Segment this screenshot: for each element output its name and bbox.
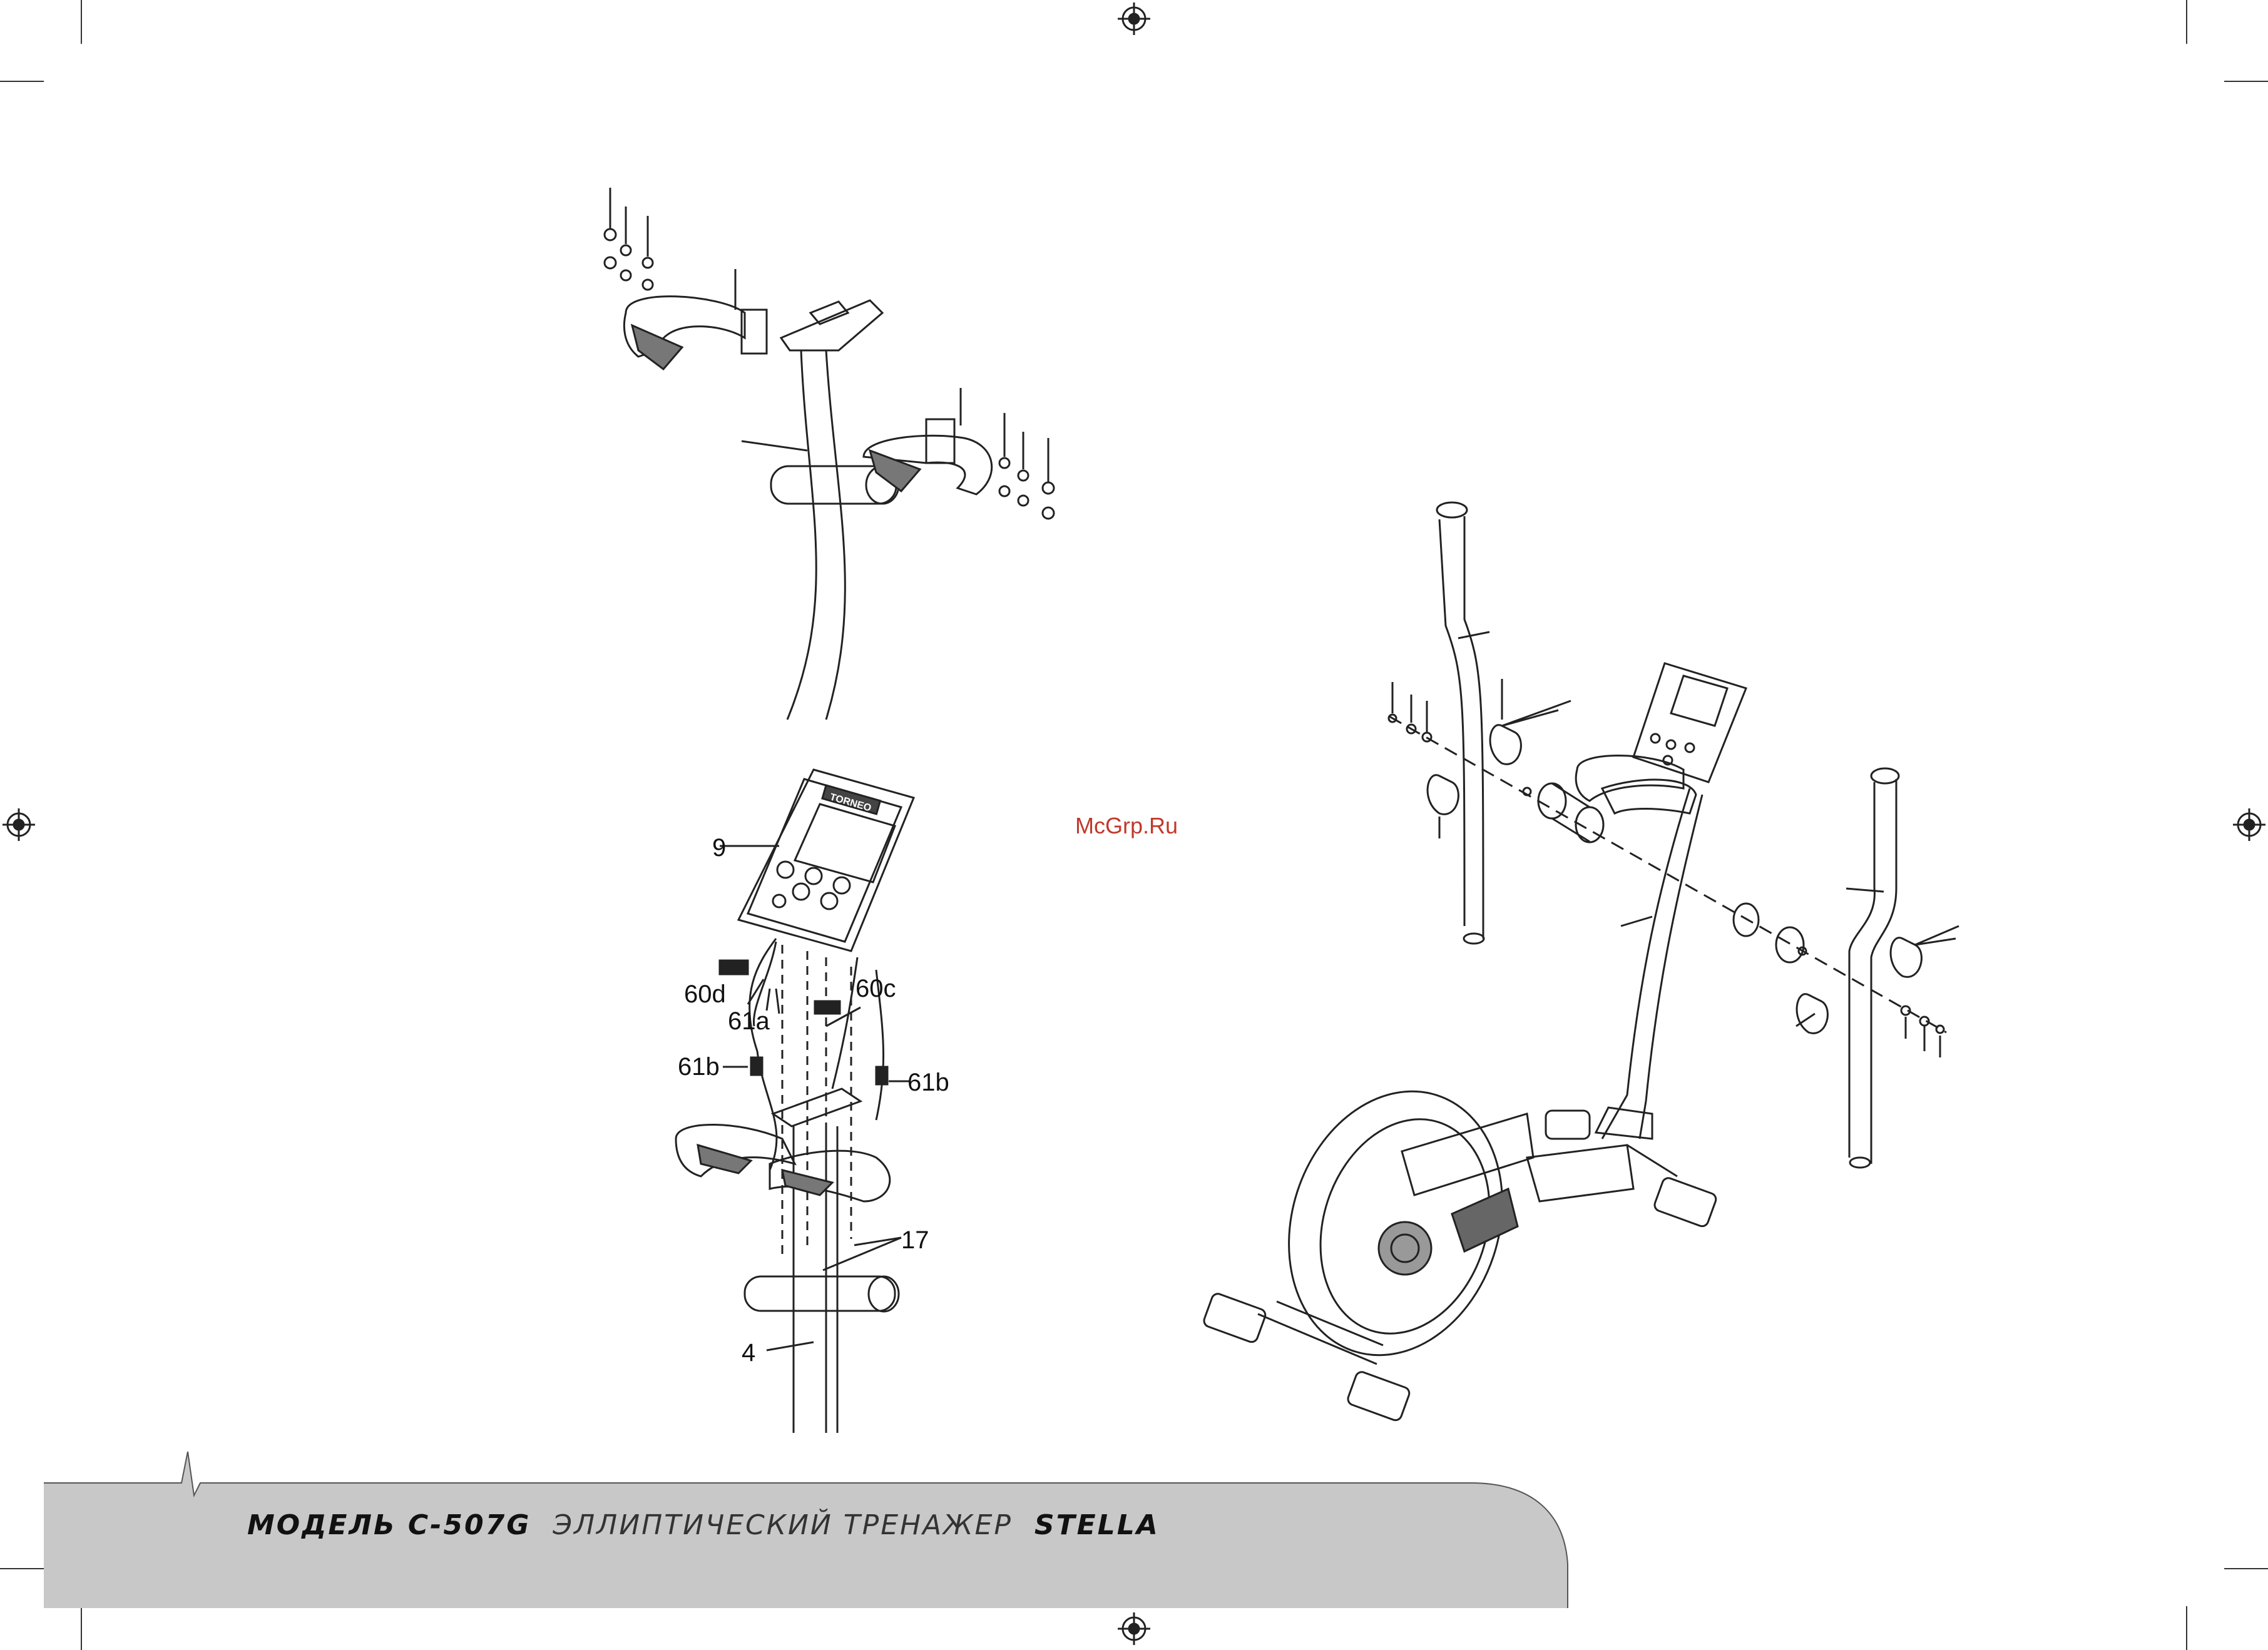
footer-model-label: МОДЕЛЬ С-507G	[247, 1509, 531, 1541]
registration-mark-top	[1118, 3, 1150, 35]
footer-product-type: ЭЛЛИПТИЧЕСКИЙ ТРЕНАЖЕР	[552, 1508, 1013, 1541]
registration-mark-bottom	[1118, 1612, 1150, 1645]
footer-title: МОДЕЛЬ С-507G ЭЛЛИПТИЧЕСКИЙ ТРЕНАЖЕР STE…	[247, 1508, 1160, 1541]
label-60d: 60d	[684, 980, 726, 1008]
label-console: 9	[712, 834, 726, 862]
label-61b-left: 61b	[678, 1053, 720, 1081]
console-wiring-diagram	[676, 770, 914, 1433]
label-61a: 61a	[728, 1007, 770, 1035]
registration-mark-left	[3, 808, 35, 841]
footer-product-name: STELLA	[1034, 1509, 1160, 1541]
machine-exploded-diagram	[1202, 502, 1959, 1422]
watermark: McGrp.Ru	[1075, 813, 1178, 838]
part-labels: 9 60d 61a 60c 61b 61b 17 4	[678, 834, 949, 1367]
handlebar-assembly-diagram	[605, 188, 1054, 720]
label-60c: 60c	[856, 975, 896, 1002]
label-61b-right: 61b	[907, 1069, 949, 1096]
registration-mark-right	[2233, 808, 2265, 841]
label-17: 17	[901, 1226, 929, 1254]
label-4: 4	[742, 1339, 755, 1367]
